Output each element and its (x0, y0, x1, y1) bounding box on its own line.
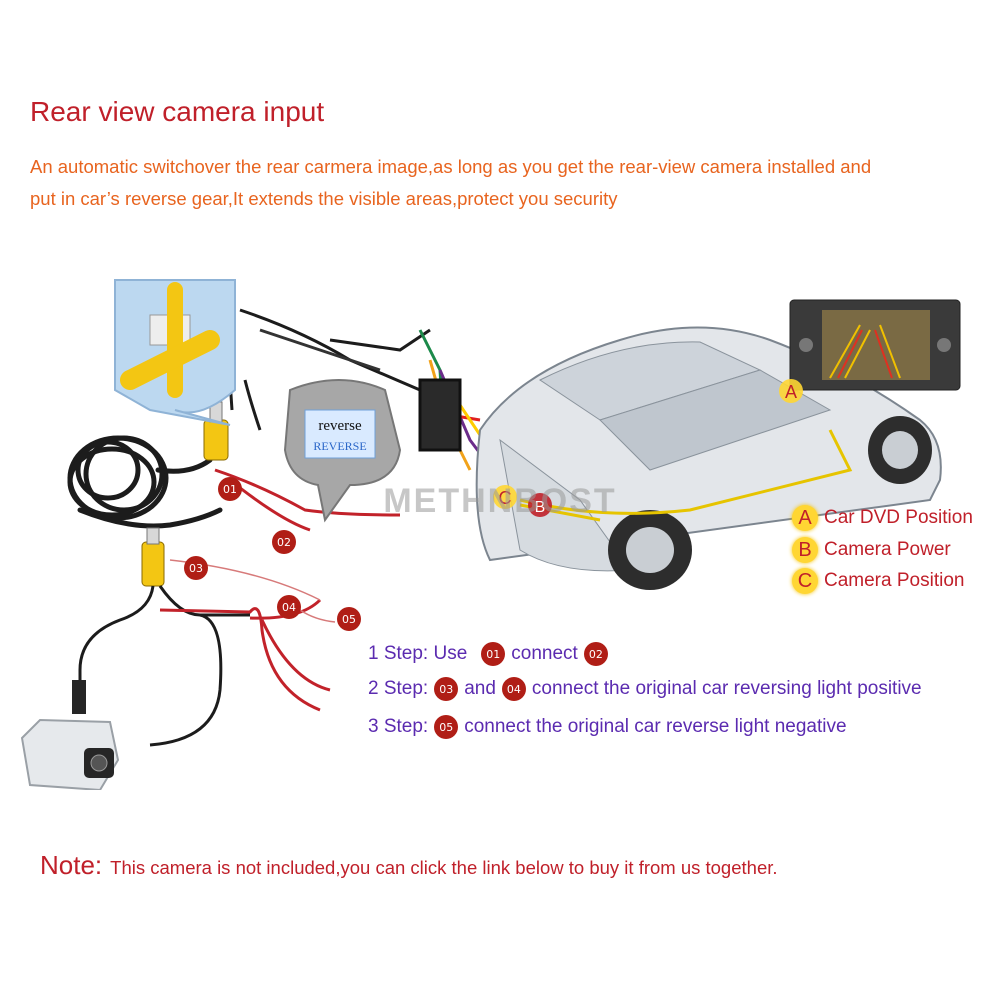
wire-label-01: 01 (218, 477, 242, 501)
wire-label-03: 03 (184, 556, 208, 580)
wire-label-03-text: 03 (189, 562, 203, 575)
note: Note: This camera is not included,you ca… (40, 850, 778, 881)
step-2-text: connect the original car reversing light… (531, 678, 922, 699)
rca-connector-lower (141, 527, 165, 587)
step-2-badge-04: 04 (501, 677, 526, 701)
intro-line-2: put in car’s reverse gear,It extends the… (30, 188, 618, 209)
legend-item-c: C Camera Position (792, 568, 964, 594)
step-3-prefix: 3 Step: (368, 716, 429, 737)
cable-coil (67, 435, 223, 529)
wire-label-05: 05 (337, 607, 361, 631)
step-3-badge-05: 05 (434, 715, 459, 739)
power-wires (159, 468, 401, 712)
reverse-closeup: reverse REVERSE (283, 379, 402, 523)
reverse-label-bottom: REVERSE (313, 439, 366, 453)
legend-letter-c: C (792, 568, 818, 594)
step-1-badge-02: 02 (583, 642, 608, 666)
wire-label-04: 04 (277, 595, 301, 619)
step-2-and: and (464, 678, 496, 699)
rear-camera (20, 680, 120, 790)
wire-label-04-text: 04 (282, 601, 296, 614)
page-title: Rear view camera input (30, 96, 325, 127)
marker-b-label: B (535, 499, 546, 516)
intro-line-1: An automatic switchover the rear carmera… (30, 156, 872, 177)
legend-item-b: B Camera Power (792, 537, 951, 563)
step-2: 2 Step: 03 and 04 connect the original c… (368, 676, 922, 702)
step-1-badge-01: 01 (481, 642, 506, 666)
legend-letter-a: A (792, 505, 818, 531)
dvd-unit (789, 299, 961, 391)
legend-text-a: Car DVD Position (824, 507, 973, 528)
marker-a: A (779, 379, 803, 403)
step-2-badge-03: 03 (434, 677, 459, 701)
marker-a-label: A (785, 382, 797, 402)
wire-label-02: 02 (272, 530, 296, 554)
rca-connector-upper (203, 401, 229, 461)
step-1-prefix: 1 Step: Use (368, 643, 468, 664)
marker-c-label: C (499, 488, 512, 508)
wire-label-05-text: 05 (342, 613, 356, 626)
marker-b: B (528, 493, 552, 517)
step-3-text: connect the original car reverse light n… (464, 716, 847, 737)
wire-label-02-text: 02 (277, 536, 291, 549)
marker-c: C (493, 485, 517, 509)
step-1-connect: connect (511, 643, 578, 664)
wiring-diagram: reverse REVERSE A C B METHNBOST (20, 279, 961, 790)
step-3: 3 Step: 05 connect the original car reve… (368, 714, 847, 740)
reverse-label-top: reverse (318, 418, 362, 434)
step-1: 1 Step: Use 01 connect 02 (368, 641, 614, 667)
note-label: Note: (40, 850, 103, 880)
connector-closeup (114, 279, 236, 426)
step-2-prefix: 2 Step: (368, 678, 429, 699)
legend-text-b: Camera Power (824, 539, 951, 560)
legend-letter-b: B (792, 537, 818, 563)
watermark: METHNBOST (383, 482, 616, 520)
legend-item-a: A Car DVD Position (792, 505, 973, 531)
legend-text-c: Camera Position (824, 570, 965, 591)
wire-label-01-text: 01 (223, 483, 237, 496)
note-text: This camera is not included,you can clic… (110, 857, 778, 878)
